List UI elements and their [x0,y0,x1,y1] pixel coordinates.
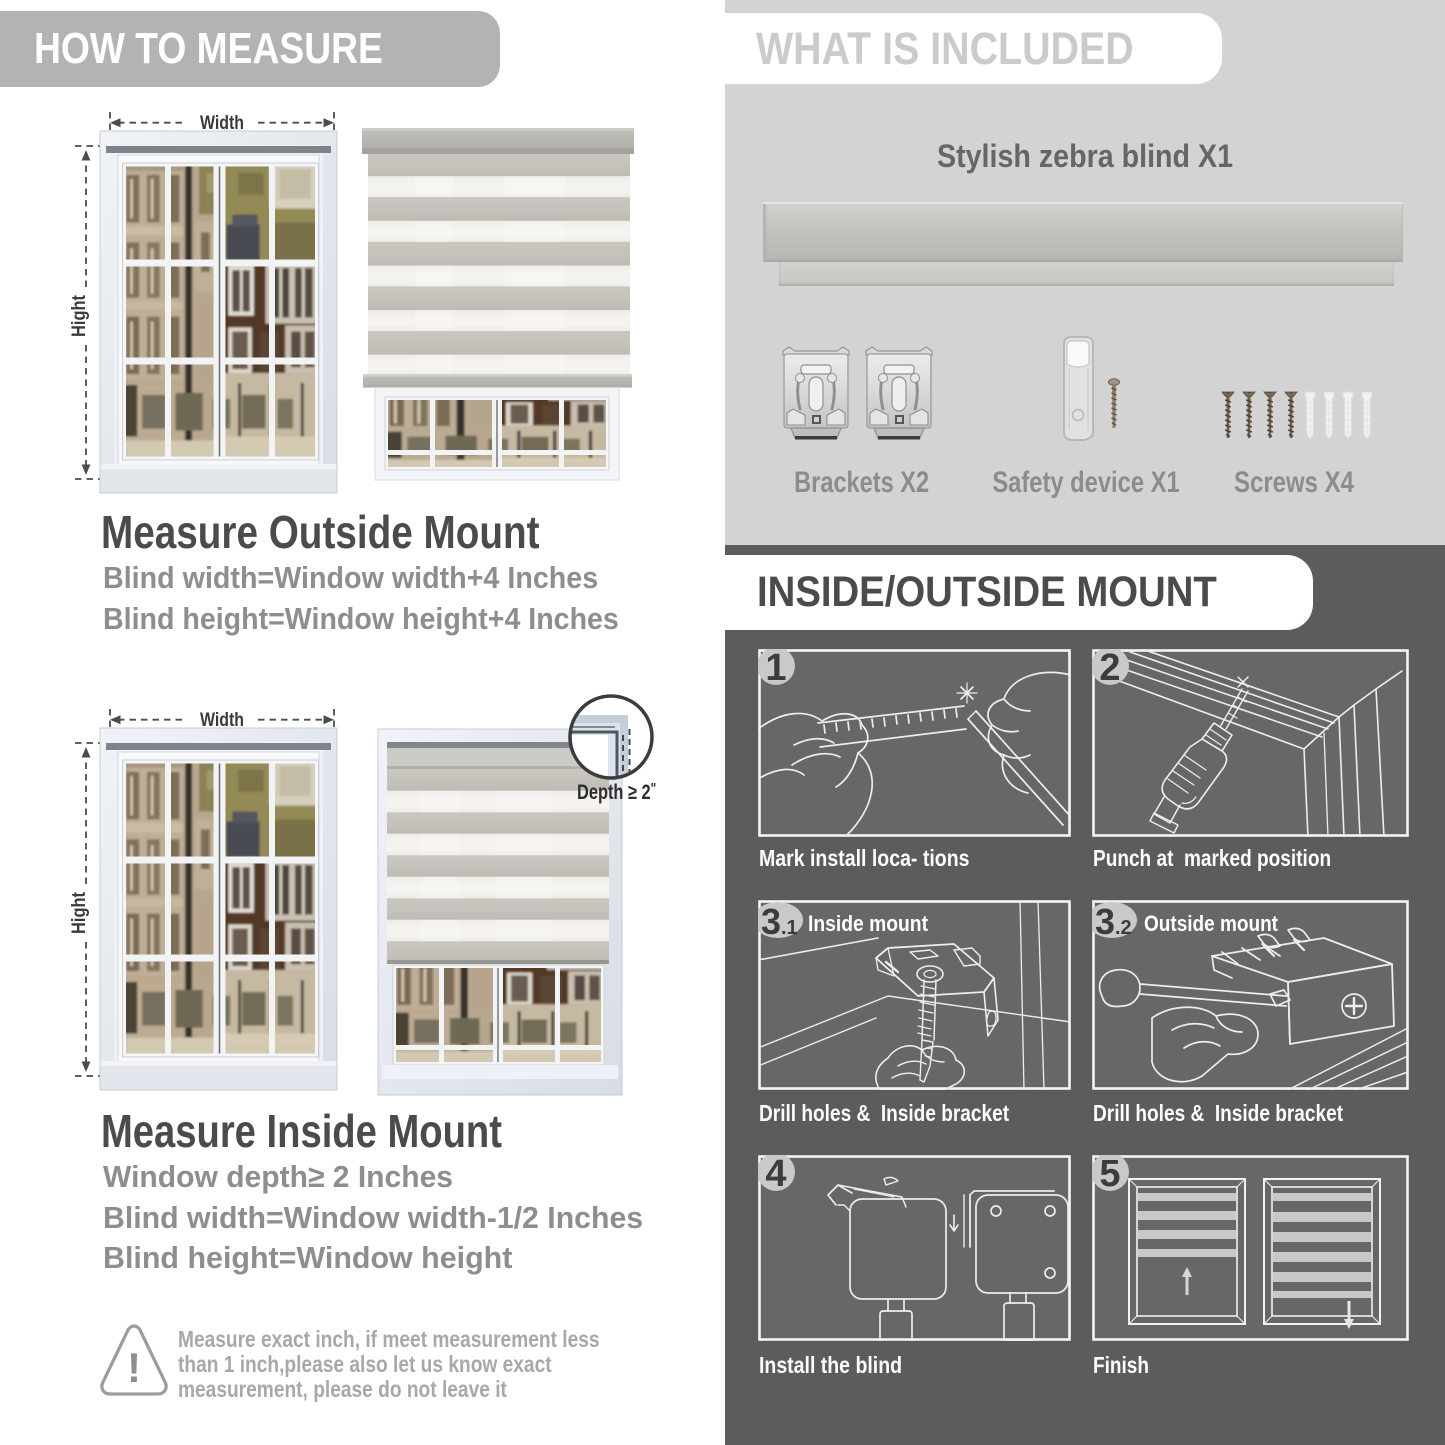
svg-text:.1: .1 [781,917,798,939]
svg-text:Inside mount: Inside mount [808,911,929,936]
svg-text:!: ! [127,1344,141,1391]
svg-text:Outside mount: Outside mount [1144,911,1279,936]
svg-text:2: 2 [1099,649,1120,689]
svg-text:3: 3 [1095,901,1115,942]
svg-text:4: 4 [765,1155,786,1195]
svg-text:3: 3 [761,901,781,942]
svg-text:5: 5 [1099,1155,1120,1195]
svg-text:1: 1 [765,649,786,689]
svg-text:.2: .2 [1115,917,1132,939]
